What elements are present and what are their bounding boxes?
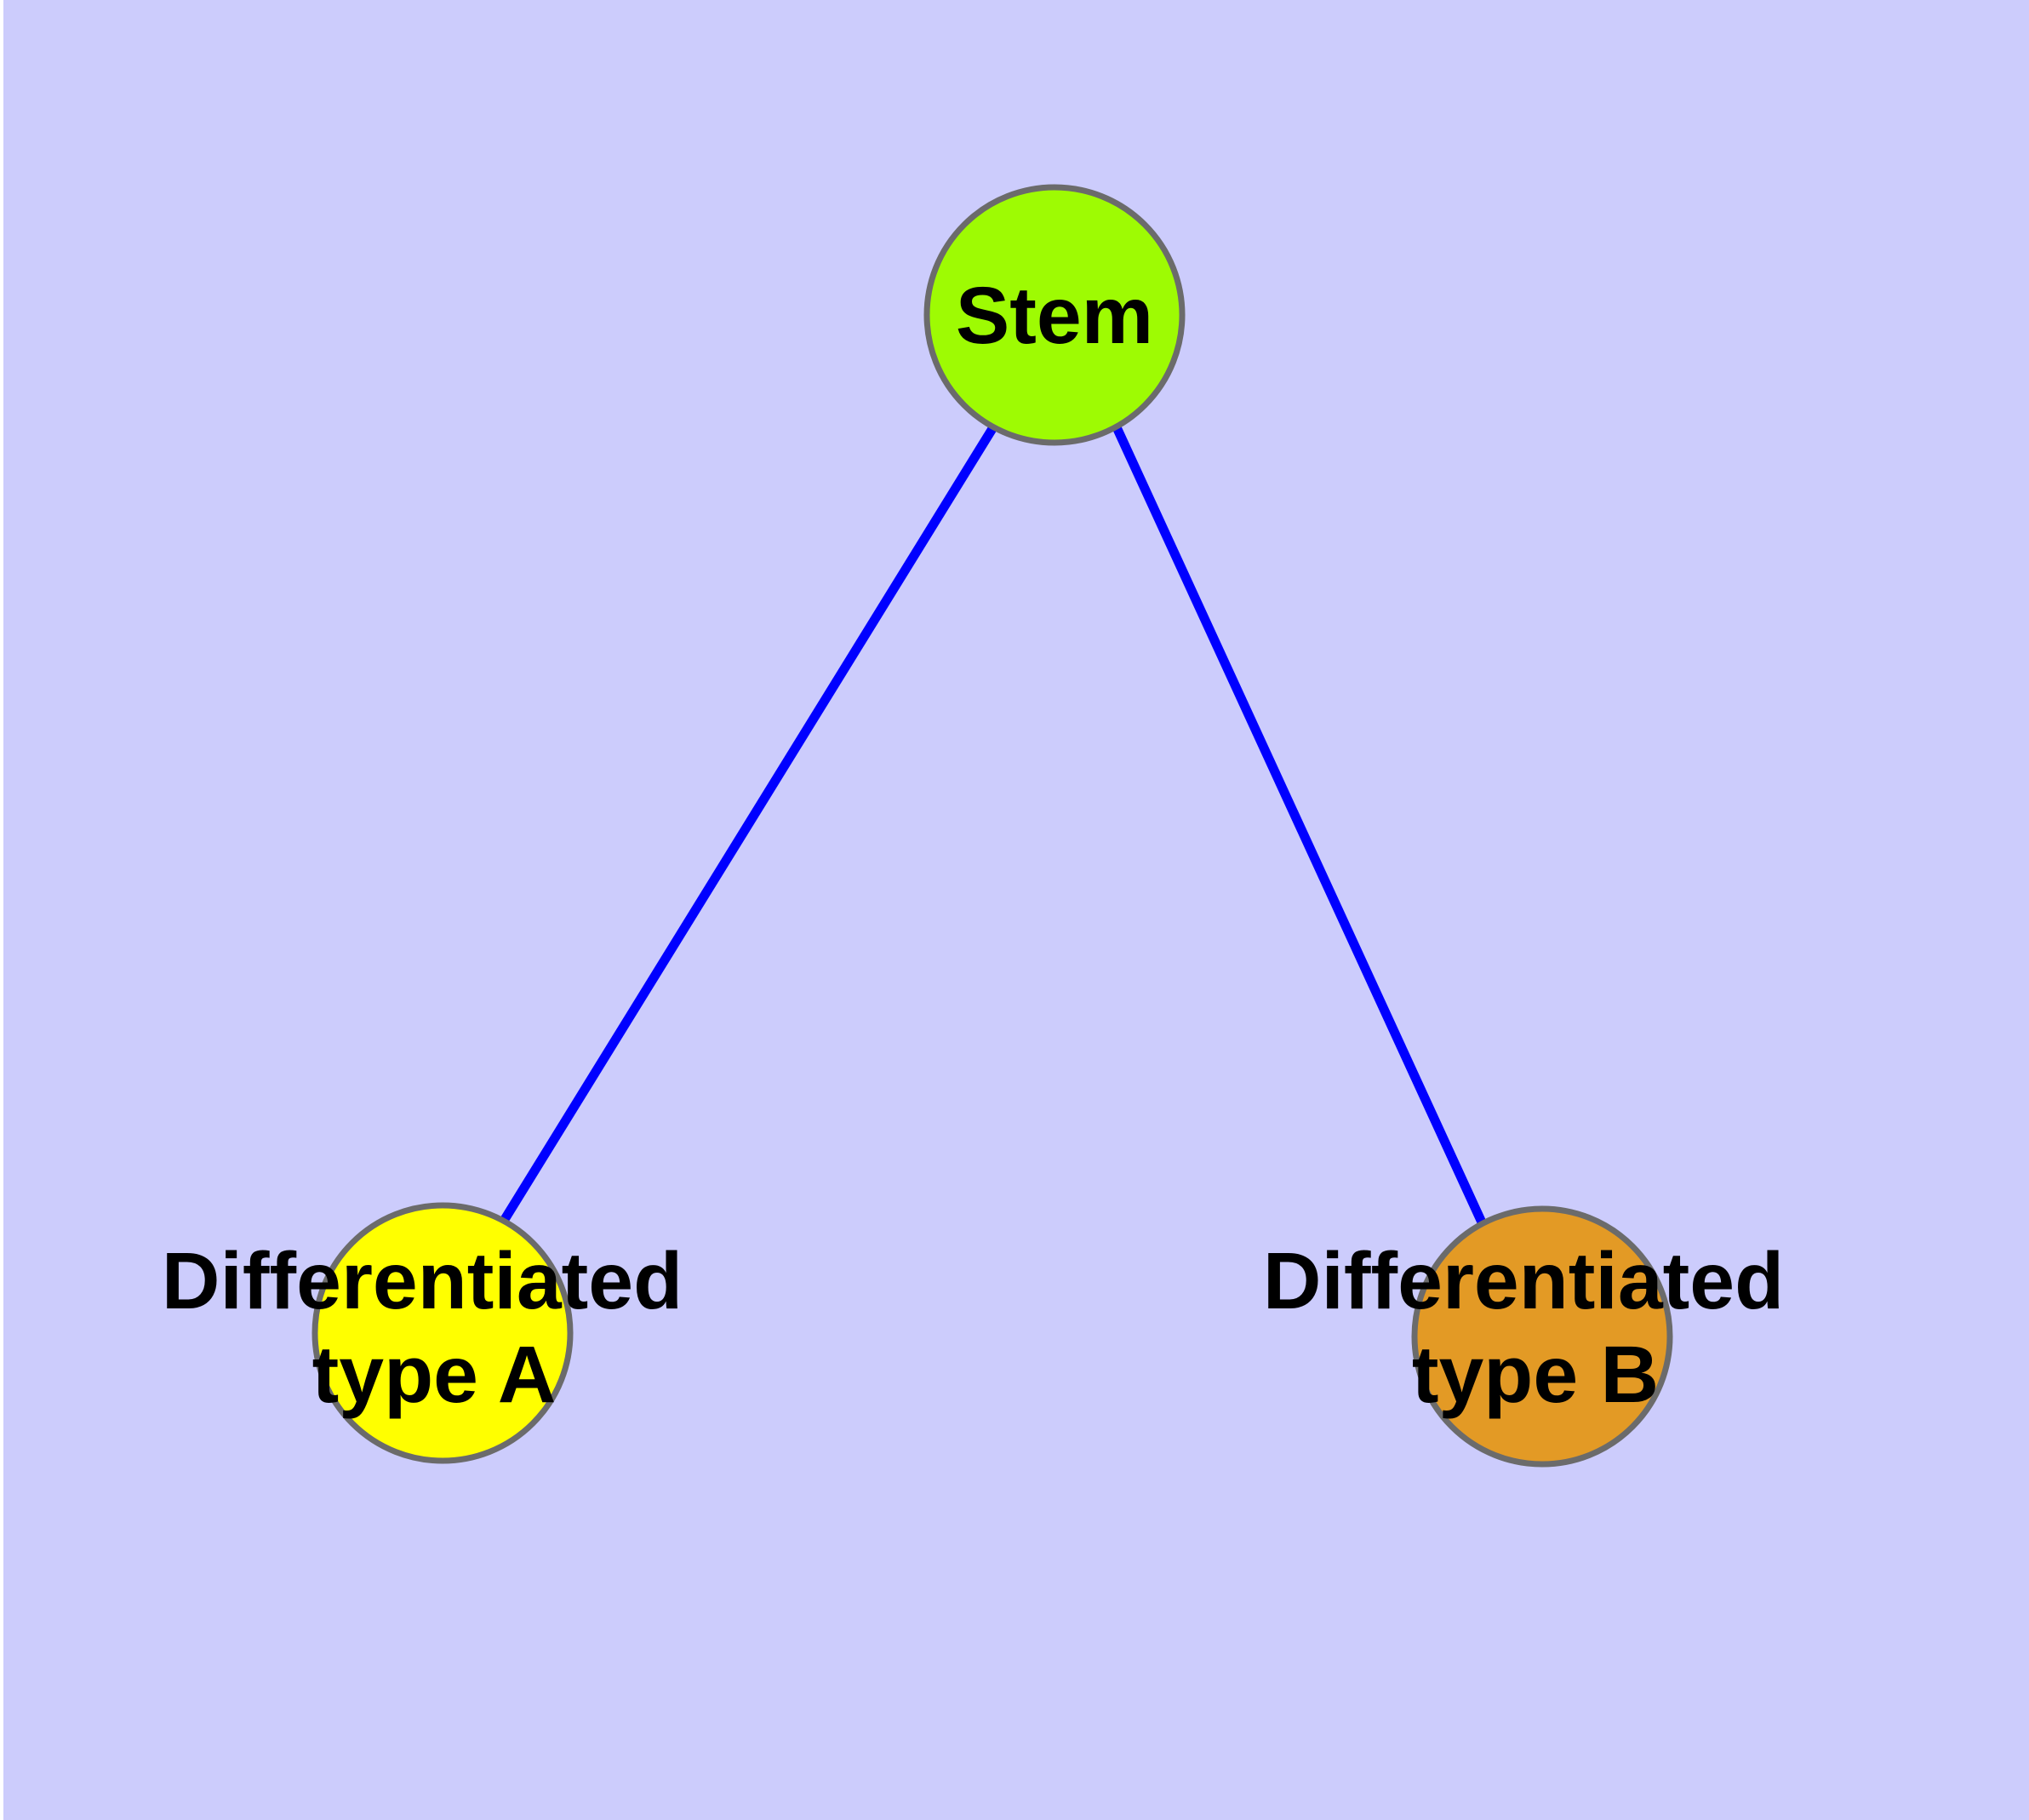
node-label-differentiated-type-b-line2: type B (1412, 1330, 1659, 1420)
edge-stem-to-differentiated-type-b[interactable] (1112, 425, 1487, 1227)
edge-stem-to-differentiated-type-a[interactable] (500, 425, 997, 1223)
node-label-stem: Stem (956, 271, 1153, 361)
edge-layer (500, 425, 1487, 1227)
node-label-differentiated-type-a-line2: type A (312, 1330, 557, 1420)
node-label-differentiated-type-a-line1: Differentiated (162, 1236, 683, 1326)
node-differentiated-type-a[interactable] (311, 1202, 574, 1464)
node-layer (311, 184, 1673, 1468)
node-stem[interactable] (923, 184, 1186, 446)
node-label-differentiated-type-b-line1: Differentiated (1263, 1236, 1784, 1326)
node-differentiated-type-b[interactable] (1411, 1205, 1673, 1468)
label-layer: Stem Differentiated type A Differentiate… (162, 271, 1784, 1420)
